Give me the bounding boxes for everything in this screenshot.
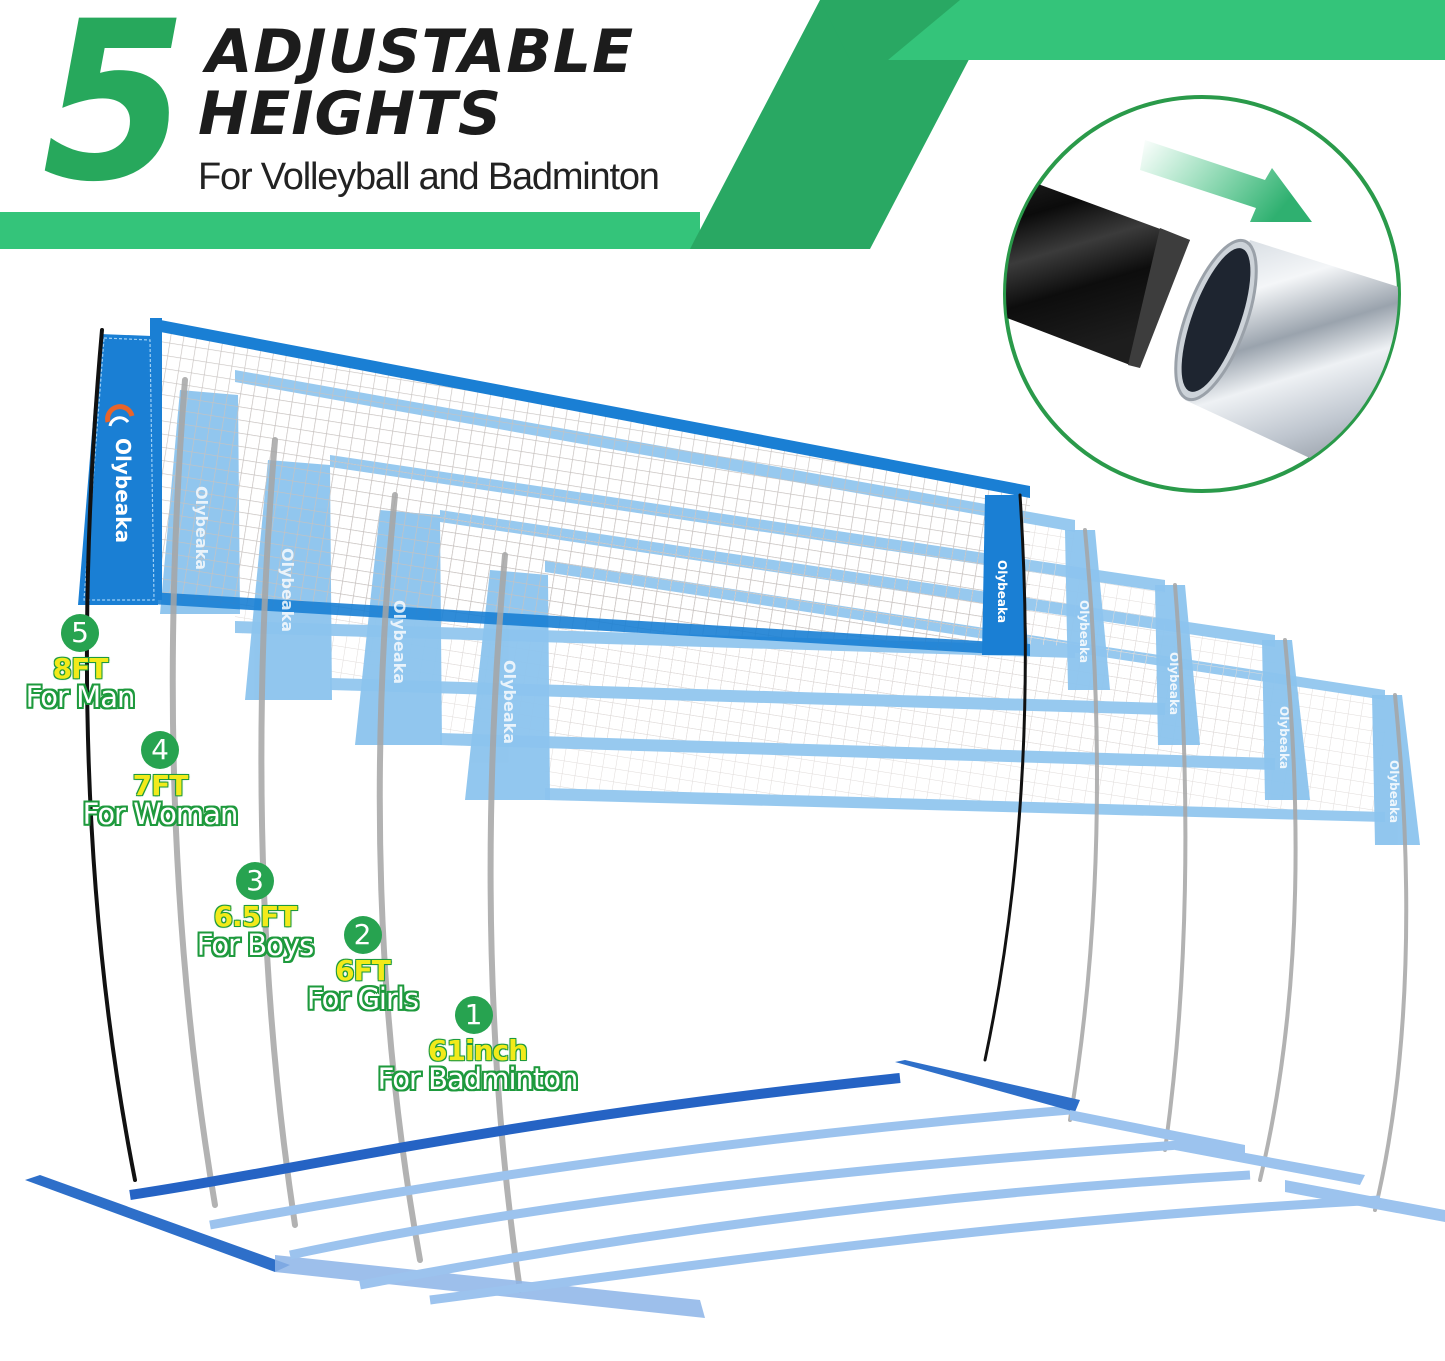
headline-number: 5 [42,0,187,230]
svg-text:Olybeaka: Olybeaka [390,600,409,684]
svg-text:Olybeaka: Olybeaka [1277,706,1291,769]
svg-text:Olybeaka: Olybeaka [1167,652,1181,715]
svg-text:Olybeaka: Olybeaka [278,548,297,632]
height-value: 7FT [132,769,189,802]
height-label-4: 4 7FT For Woman [70,731,250,829]
headline: 5 ADJUSTABLE HEIGHTS For Volleyball and … [0,0,760,230]
level-badge: 4 [141,731,179,769]
height-label-5: 5 8FT For Man [10,614,150,712]
height-audience: For Woman [82,797,239,831]
height-label-3: 3 6.5FT For Boys [185,862,325,960]
height-label-2: 2 6FT For Girls [295,916,430,1014]
svg-text:Olybeaka: Olybeaka [500,660,519,744]
pole-connection-inset [1003,95,1401,493]
main-net [78,318,1030,656]
svg-text:Olybeaka: Olybeaka [1387,760,1401,823]
level-badge: 5 [61,614,99,652]
height-audience: For Boys [196,928,314,962]
svg-text:Olybeaka: Olybeaka [1077,600,1091,663]
height-audience: For Badminton [377,1062,579,1096]
height-value: 6.5FT [213,900,298,933]
arrow-right-icon [1140,140,1312,222]
poles [84,328,1409,1293]
svg-text:Olybeaka: Olybeaka [995,560,1009,623]
level-badge: 3 [236,862,274,900]
height-audience: For Girls [306,982,419,1016]
brand-name-main: Olybeaka [111,438,135,543]
level-badge: 1 [454,996,493,1034]
headline-subtitle: For Volleyball and Badminton [198,156,660,198]
base-frames [25,1060,1445,1318]
header-banner [0,0,1445,249]
height-value: 8FT [52,652,109,685]
headline-line-1: ADJUSTABLE [206,17,635,87]
height-audience: For Man [25,680,136,714]
svg-text:Olybeaka: Olybeaka [192,486,211,570]
height-label-1: 1 61inch For Badminton [360,996,595,1094]
level-badge: 2 [343,916,382,954]
brand-logos: Olybeaka Olybeaka Olybeaka Olybeaka Olyb… [105,404,1401,823]
height-value: 61inch [427,1034,528,1067]
headline-line-2: HEIGHTS [198,79,503,149]
height-value: 6FT [335,954,392,987]
